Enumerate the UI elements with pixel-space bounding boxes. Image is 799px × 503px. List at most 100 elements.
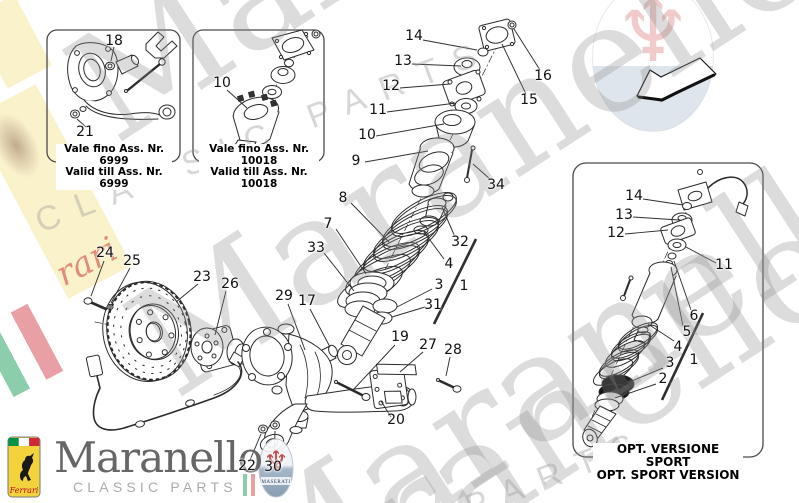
sport-adjuster-drawing (582, 374, 635, 448)
callout-sport-11[interactable]: 11 (715, 257, 733, 273)
leader-sport-12 (624, 229, 669, 235)
leader-main-15 (501, 43, 527, 95)
leader-main-8 (350, 202, 390, 243)
leader-main-28 (445, 356, 451, 377)
sport-caption: OPT. VERSIONE SPORT OPT. SPORT VERSION (593, 443, 743, 482)
leader-sport-11 (685, 246, 717, 264)
inset2-caption-line2: Valid till Ass. Nr. 10018 (210, 166, 308, 190)
leader-main-3 (396, 288, 433, 308)
callout-main-14[interactable]: 14 (405, 28, 423, 44)
leader-main-23 (175, 283, 199, 303)
leader-main-24 (90, 260, 105, 297)
callout-sport-12[interactable]: 12 (607, 225, 625, 241)
leader-main-13 (411, 63, 462, 67)
fasteners-bracket-drawing (271, 363, 462, 409)
leader-main-9 (364, 150, 429, 163)
sport-shock-drawing (620, 169, 749, 345)
leader-lines (76, 28, 717, 462)
leader-main-32 (441, 206, 456, 238)
callout-main-30[interactable]: 30 (264, 459, 282, 475)
callout-sport-6[interactable]: 6 (689, 308, 699, 324)
callout-sport-13[interactable]: 13 (615, 207, 633, 223)
callout-main-22[interactable]: 22 (238, 458, 256, 474)
leader-sport-14 (642, 198, 684, 206)
direction-arrow-icon (636, 57, 717, 102)
callout-main-32[interactable]: 32 (451, 234, 469, 250)
bracket-main-1 (432, 238, 478, 325)
leader-sport-6 (673, 260, 692, 311)
leader-main-20 (380, 400, 392, 418)
logo-tagline: CLASSIC PARTS (73, 479, 237, 495)
callout-sport-2[interactable]: 2 (658, 371, 668, 387)
callout-main-10[interactable]: 10 (358, 127, 376, 143)
callout-main-19[interactable]: 19 (391, 329, 409, 345)
callout-sport-5[interactable]: 5 (682, 324, 692, 340)
callout-main-24[interactable]: 24 (96, 245, 114, 261)
callout-main-26[interactable]: 26 (221, 276, 239, 292)
callout-sport-3[interactable]: 3 (665, 355, 675, 371)
leader-sport-5 (670, 266, 684, 327)
callout-main-25[interactable]: 25 (123, 253, 141, 269)
leader-sport-13 (632, 216, 680, 221)
callout-main-21[interactable]: 21 (76, 124, 94, 140)
callout-main-9[interactable]: 9 (351, 153, 361, 169)
callout-main-31[interactable]: 31 (424, 297, 442, 313)
callout-main-34[interactable]: 34 (487, 177, 505, 193)
leader-main-7 (335, 228, 367, 275)
inset1-caption-line1: Vale fino Ass. Nr. 6999 (64, 143, 164, 167)
leader-main-31 (391, 306, 426, 318)
callout-main-20[interactable]: 20 (387, 412, 405, 428)
callout-main-18[interactable]: 18 (105, 33, 123, 49)
callout-main-23[interactable]: 23 (193, 269, 211, 285)
callout-main-7[interactable]: 7 (323, 216, 333, 232)
inset2-caption-line1: Vale fino Ass. Nr. 10018 (209, 143, 309, 167)
callout-main-15[interactable]: 15 (520, 92, 538, 108)
leader-main-10 (375, 123, 445, 137)
inset2-caption: Vale fino Ass. Nr. 10018 Valid till Ass.… (199, 143, 319, 190)
callout-main-17[interactable]: 17 (298, 293, 316, 309)
callout-sport-4[interactable]: 4 (673, 339, 683, 355)
leader-sport-3 (626, 367, 664, 384)
leader-main-22 (249, 433, 262, 461)
shield-text: Ferrari (9, 486, 39, 495)
callout-main-13[interactable]: 13 (394, 53, 412, 69)
callout-main-29[interactable]: 29 (275, 288, 293, 304)
inset1-caption: Vale fino Ass. Nr. 6999 Valid till Ass. … (56, 143, 172, 190)
callout-main-1[interactable]: 1 (459, 278, 469, 294)
maserati-badge: ♆ MASERATI (257, 437, 295, 499)
inset1-caption-line2: Valid till Ass. Nr. 6999 (65, 166, 163, 190)
leader-main-11 (386, 102, 457, 113)
callout-main-27[interactable]: 27 (419, 337, 437, 353)
leader-main-19 (352, 344, 396, 391)
callout-sport-1[interactable]: 1 (689, 352, 699, 368)
leader-main-12 (399, 83, 451, 89)
logo-brand: Maranello (54, 433, 263, 482)
callout-main-11[interactable]: 11 (369, 102, 387, 118)
leader-main-18 (110, 46, 115, 62)
callout-main-16[interactable]: 16 (534, 68, 552, 84)
callout-main-28[interactable]: 28 (444, 342, 462, 358)
callout-main-4[interactable]: 4 (444, 256, 454, 272)
bracket-sport-1 (660, 312, 705, 401)
shock-upper-stack-drawing (408, 18, 517, 235)
callout-main-12[interactable]: 12 (382, 78, 400, 94)
callout-sport-14[interactable]: 14 (625, 188, 643, 204)
sport-spring-drawing (592, 322, 659, 386)
callout-main-3[interactable]: 3 (434, 277, 444, 293)
callout-main-33[interactable]: 33 (307, 240, 325, 256)
leader-main-21 (76, 118, 87, 128)
prancing-horse-icon (19, 453, 34, 481)
callout-main-10[interactable]: 10 (213, 75, 231, 91)
leader-main-27 (399, 351, 424, 373)
spring-drawing (337, 192, 457, 308)
leader-main-4 (423, 231, 445, 260)
leader-main-25 (110, 267, 131, 304)
inset1-knuckle-drawing (67, 31, 178, 120)
badge-text: MASERATI (261, 480, 290, 485)
leader-main-34 (472, 163, 492, 181)
leader-main-29 (287, 303, 306, 351)
disc-bolt-drawing (83, 297, 114, 311)
callout-main-8[interactable]: 8 (338, 190, 348, 206)
